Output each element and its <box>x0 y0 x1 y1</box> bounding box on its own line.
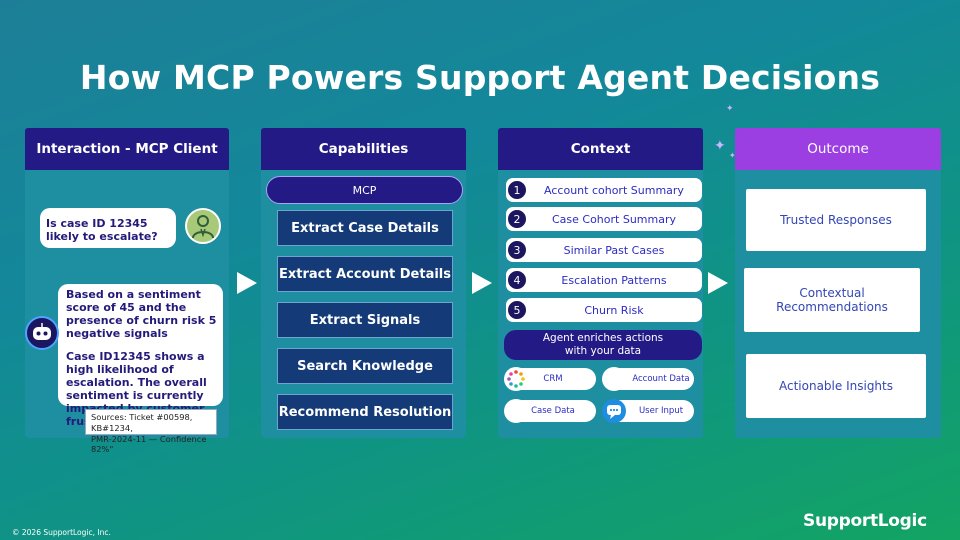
enrich-line-2: with your data <box>564 344 642 357</box>
sources-line-1: Sources: Ticket #00598, KB#1234, <box>91 412 193 433</box>
bot-avatar-icon <box>25 316 59 350</box>
capability-extract-signals[interactable]: Extract Signals <box>277 302 453 338</box>
context-number-badge: 2 <box>506 208 528 230</box>
mcp-pill: MCP <box>266 176 463 204</box>
supportlogic-logo: SupportLogic <box>803 511 927 531</box>
outcome-actionable-insights: Actionable Insights <box>746 354 926 418</box>
outcome-column: Outcome Trusted Responses Contextual Rec… <box>735 128 941 438</box>
outcome-trusted-responses: Trusted Responses <box>746 189 926 251</box>
capabilities-column: Capabilities MCP Extract Case Details Ex… <box>261 128 466 438</box>
agent-answer-paragraph-1: Based on a sentiment score of 45 and the… <box>66 288 217 340</box>
sparkle-icon: ✦ <box>729 151 736 160</box>
outcome-heading: Outcome <box>735 128 941 170</box>
case-data-icon <box>504 399 528 423</box>
sparkle-icon: ✦ <box>726 104 734 114</box>
outcome-contextual-recommendations: Contextual Recommendations <box>744 268 920 332</box>
crm-icon <box>504 367 528 391</box>
source-account-data[interactable]: Account Data <box>608 368 694 390</box>
sources-note: Sources: Ticket #00598, KB#1234, PMR-202… <box>85 409 217 454</box>
context-heading: Context <box>498 128 703 170</box>
context-number-badge: 5 <box>506 299 528 321</box>
sources-line-2: PMR-2024-11 — Confidence 82%" <box>91 433 207 455</box>
sparkle-icon: ✦ <box>714 138 726 154</box>
source-user-input[interactable]: User Input <box>608 400 694 422</box>
capability-extract-case-details[interactable]: Extract Case Details <box>277 210 453 246</box>
capability-search-knowledge[interactable]: Search Knowledge <box>277 348 453 384</box>
source-crm[interactable]: CRM <box>510 368 596 390</box>
capabilities-heading: Capabilities <box>261 128 466 170</box>
context-number-badge: 1 <box>506 179 528 201</box>
context-item-account-cohort-summary[interactable]: Account cohort Summary <box>506 178 702 202</box>
person-avatar-icon <box>185 208 221 244</box>
context-item-escalation-patterns[interactable]: Escalation Patterns <box>506 268 702 292</box>
page-title: How MCP Powers Support Agent Decisions <box>79 58 881 97</box>
source-case-data[interactable]: Case Data <box>510 400 596 422</box>
agent-answer-bubble: Based on a sentiment score of 45 and the… <box>58 284 223 428</box>
enrich-line-1: Agent enriches actions <box>542 332 664 344</box>
context-item-case-cohort-summary[interactable]: Case Cohort Summary <box>506 207 702 231</box>
context-item-churn-risk[interactable]: Churn Risk <box>506 298 702 322</box>
context-number-badge: 4 <box>506 269 528 291</box>
context-item-similar-past-cases[interactable]: Similar Past Cases <box>506 238 702 262</box>
enrich-banner: Agent enriches actions with your data <box>504 330 702 360</box>
context-column: Context 1 Account cohort Summary 2 Case … <box>498 128 703 438</box>
user-question-bubble: Is case ID 12345 likely to escalate? <box>40 208 176 248</box>
chat-icon <box>602 399 626 423</box>
capability-recommend-resolution[interactable]: Recommend Resolution <box>277 394 453 430</box>
copyright: © 2026 SupportLogic, Inc. <box>12 528 111 537</box>
user-question-text: Is case ID 12345 likely to escalate? <box>46 217 158 243</box>
client-heading: Interaction - MCP Client <box>25 128 229 170</box>
arrow-right-icon <box>708 272 728 294</box>
arrow-right-icon <box>237 272 257 294</box>
client-column: Interaction - MCP Client Is case ID 1234… <box>25 128 229 454</box>
capability-extract-account-details[interactable]: Extract Account Details <box>277 256 453 292</box>
context-number-badge: 3 <box>506 239 528 261</box>
arrow-right-icon <box>472 272 492 294</box>
account-data-icon <box>602 367 626 391</box>
